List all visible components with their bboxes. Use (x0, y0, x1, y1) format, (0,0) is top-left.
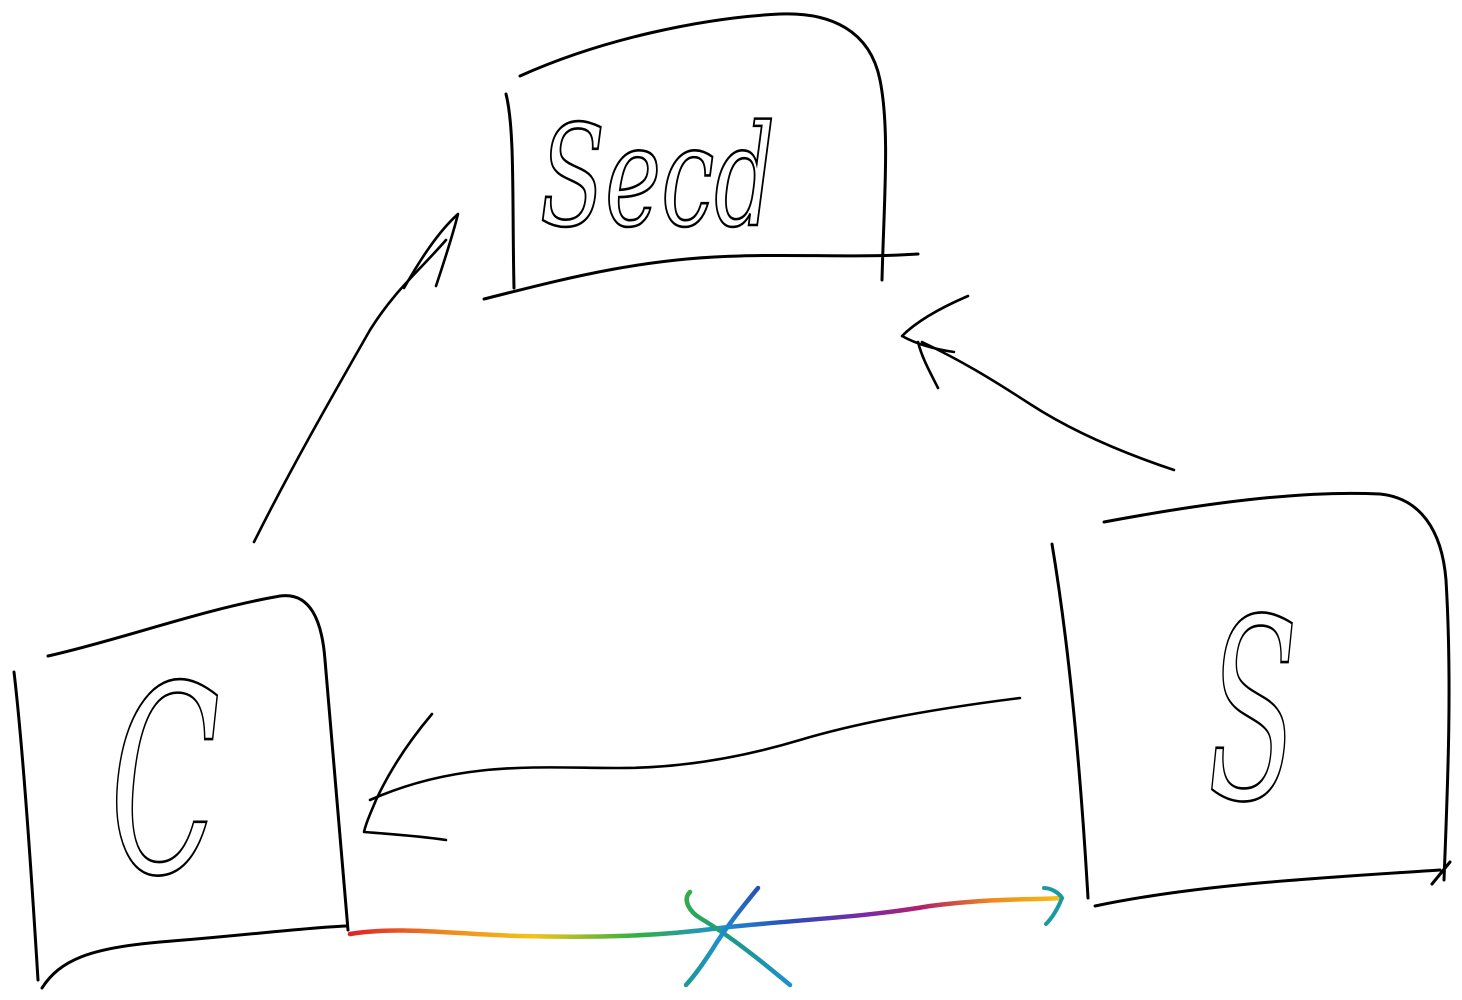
arrow-c-to-s-blocked (347, 885, 1065, 988)
node-secd-label: Secd (540, 96, 775, 259)
arrow-s-to-c-shaft (368, 696, 1022, 802)
arrow-s-to-c-head (362, 712, 448, 842)
node-secd-border (482, 12, 920, 301)
arrow-c-to-s-head (1042, 886, 1064, 926)
node-s-label: S (1208, 566, 1298, 857)
node-c: C (12, 594, 350, 990)
node-s-border (1050, 491, 1452, 908)
arrow-s-to-secd-head (900, 294, 970, 390)
arrow-s-to-secd-shaft (920, 340, 1176, 472)
arrow-c-to-secd-shaft (252, 238, 448, 544)
arrow-c-to-secd-head (402, 212, 460, 290)
arrow-s-to-c (362, 696, 1022, 842)
node-s: S (1050, 491, 1452, 908)
arrow-c-to-s-shaft (347, 895, 1065, 939)
node-secd: Secd (482, 12, 920, 301)
arrow-c-to-secd (252, 212, 460, 544)
node-c-border (12, 594, 350, 990)
cross-mark-b (683, 885, 761, 988)
cross-mark-a (684, 889, 793, 988)
node-c-label: C (110, 632, 220, 934)
arrow-s-to-secd (900, 294, 1176, 472)
